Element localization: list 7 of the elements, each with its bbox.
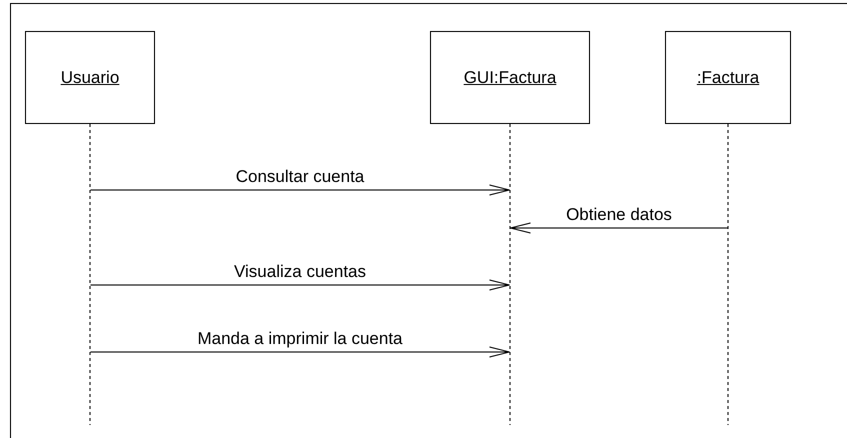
object-name: :Factura [696, 68, 760, 88]
message-arrow [90, 184, 510, 196]
object-name: Usuario [60, 68, 120, 88]
message-arrow [90, 280, 510, 290]
message-arrow [510, 222, 728, 234]
message-arrow [90, 346, 510, 358]
object-name: GUI:Factura [464, 68, 556, 88]
